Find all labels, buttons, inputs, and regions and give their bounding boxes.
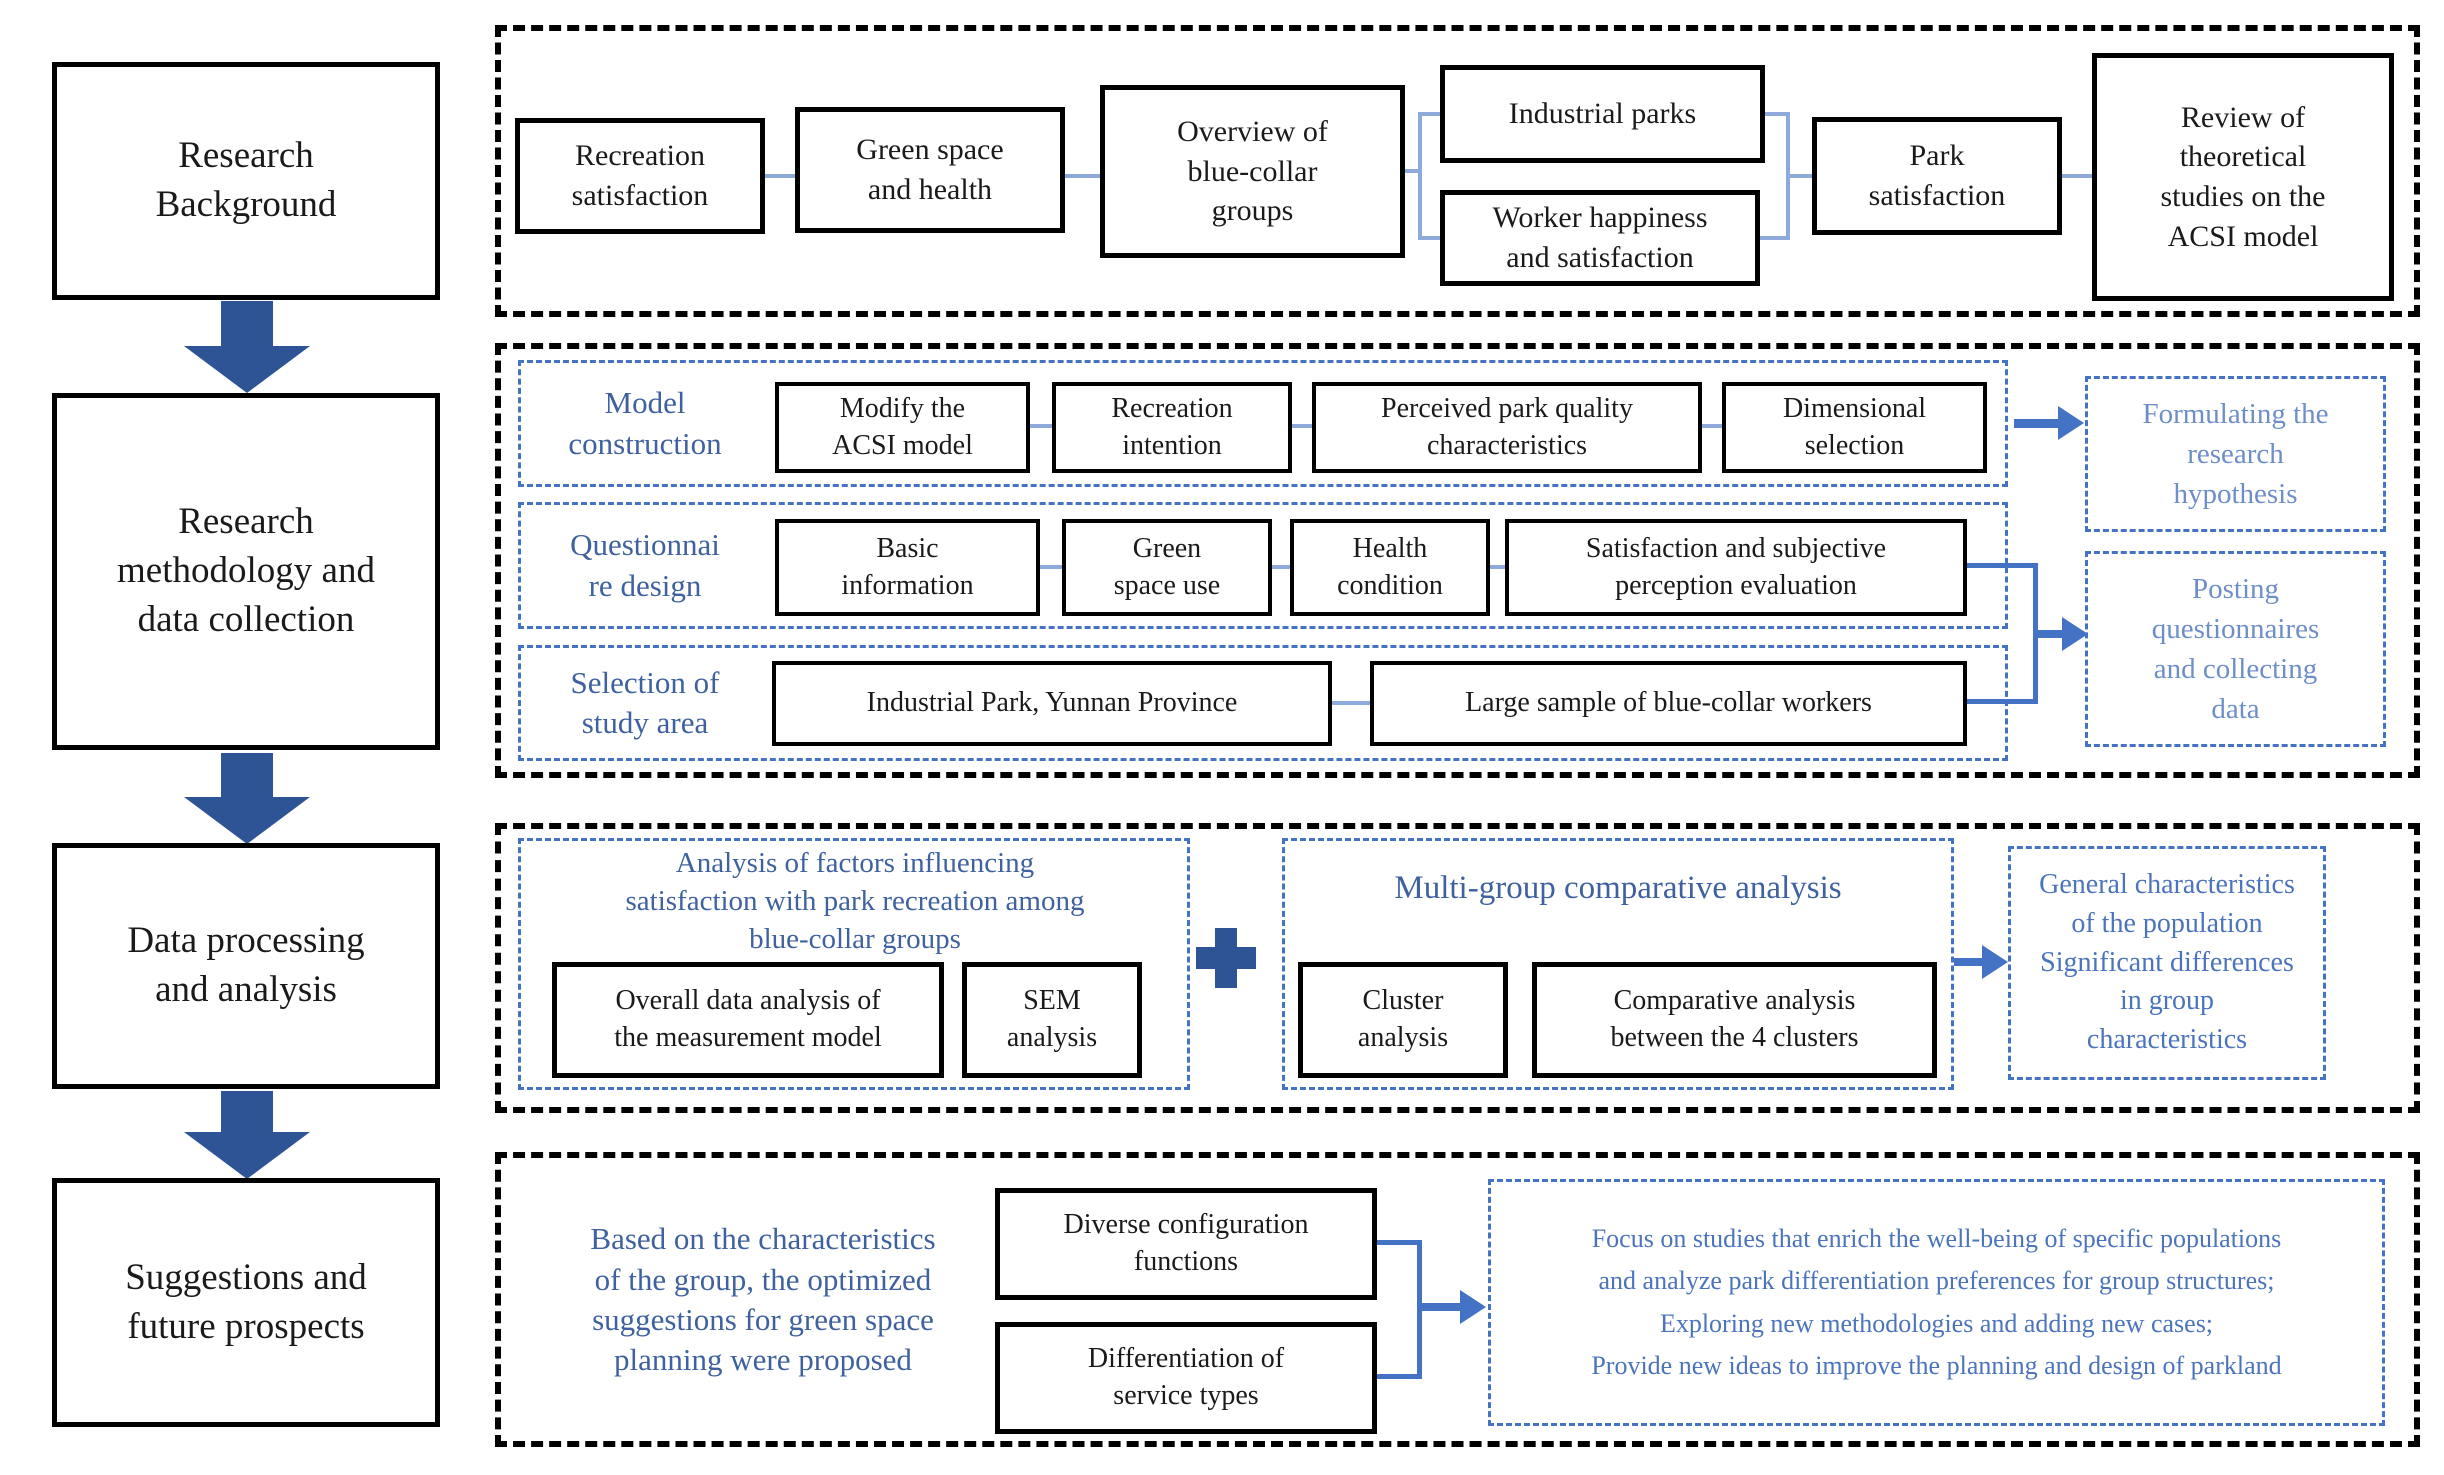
row-model-construction [518,360,2008,487]
box-overview-blue-collar: Overview of blue-collar groups [1100,85,1405,258]
box-green-space-use: Green space use [1062,519,1272,616]
box-dimensional-selection: Dimensional selection [1722,382,1987,473]
box-review-acsi-model: Review of theoretical studies on the ACS… [2092,53,2394,301]
stage-methodology-data-collection: Research methodology and data collection [52,393,440,750]
right-arrow-icon [1422,1303,1462,1311]
box-perceived-quality: Perceived park quality characteristics [1312,382,1702,473]
merge-bracket [1377,1374,1422,1379]
right-arrow-icon [1954,958,1984,966]
box-industrial-parks: Industrial parks [1440,65,1765,163]
connector-line [1065,174,1100,178]
box-diverse-configuration: Diverse configuration functions [995,1188,1377,1300]
box-yunnan-park: Industrial Park, Yunnan Province [772,661,1332,746]
box-recreation-satisfaction: Recreation satisfaction [515,118,765,234]
box-posting-questionnaires: Posting questionnaires and collecting da… [2085,551,2386,747]
merge-bracket [1760,236,1788,240]
branch-bracket [1418,112,1422,240]
box-satisfaction-evaluation: Satisfaction and subjective perception e… [1505,519,1967,616]
merge-bracket [1967,699,2038,704]
right-arrow-icon [2058,406,2084,440]
box-modify-acsi: Modify the ACSI model [775,382,1030,473]
down-arrow-icon [221,301,273,347]
label-study-area: Selection of study area [570,664,720,740]
box-green-space-health: Green space and health [795,107,1065,233]
connector-line [1292,424,1312,428]
merge-bracket [1786,112,1790,240]
down-arrow-icon [184,797,310,844]
box-group-characteristics: General characteristics of the populatio… [2008,846,2326,1080]
panel-data-processing [495,823,2420,1113]
box-recreation-intention: Recreation intention [1052,382,1292,473]
box-formulating-hypothesis: Formulating the research hypothesis [2085,376,2386,532]
label-multigroup-analysis: Multi-group comparative analysis [1394,869,1842,906]
branch-bracket [1422,112,1440,116]
connector-line [1490,565,1505,569]
group-multigroup-analysis [1282,838,1954,1090]
stage-data-processing-analysis: Data processing and analysis [52,843,440,1089]
box-park-satisfaction: Park satisfaction [1812,117,2062,235]
label-factor-analysis: Analysis of factors influencing satisfac… [625,847,1085,955]
stage-research-background: Research Background [52,62,440,300]
panel-research-background [495,25,2420,317]
label-optimized-suggestions: Based on the characteristics of the grou… [590,1221,936,1378]
box-future-outlook: Focus on studies that enrich the well-be… [1488,1179,2385,1426]
connector-line [1030,424,1052,428]
merge-bracket [1377,1240,1422,1245]
connector-line [1332,701,1370,705]
down-arrow-icon [221,1091,273,1133]
connector-line [1702,424,1722,428]
panel-suggestions [495,1152,2420,1447]
plus-icon [1215,928,1237,988]
box-large-sample: Large sample of blue-collar workers [1370,661,1967,746]
branch-bracket [1422,236,1440,240]
stage-suggestions-prospects: Suggestions and future prospects [52,1178,440,1427]
merge-bracket [2033,563,2038,704]
right-arrow-icon [1982,945,2008,979]
branch-bracket [1405,169,1420,173]
label-questionnaire-design: Questionnai re design [570,527,720,603]
connector-line [2062,174,2092,178]
right-arrow-icon [2062,617,2088,651]
right-arrow-icon [2014,419,2058,428]
merge-bracket [1967,563,2038,568]
right-arrow-icon [2038,630,2066,638]
label-model-construction: Model construction [568,385,722,461]
box-sem-analysis: SEM analysis [962,962,1142,1078]
merge-bracket [1417,1240,1422,1379]
box-health-condition: Health condition [1290,519,1490,616]
group-sem-analysis [518,838,1190,1090]
merge-bracket [1790,174,1812,178]
panel-methodology [495,343,2420,778]
down-arrow-icon [184,346,310,393]
right-arrow-icon [1460,1290,1486,1324]
merge-bracket [1765,112,1788,116]
connector-line [1040,565,1062,569]
box-basic-information: Basic information [775,519,1040,616]
down-arrow-icon [184,1132,310,1179]
connector-line [765,174,795,178]
box-overall-data-analysis: Overall data analysis of the measurement… [552,962,944,1078]
box-cluster-analysis: Cluster analysis [1298,962,1508,1078]
connector-line [1272,565,1290,569]
down-arrow-icon [221,753,273,798]
box-comparative-analysis: Comparative analysis between the 4 clust… [1532,962,1937,1078]
box-service-differentiation: Differentiation of service types [995,1322,1377,1434]
box-worker-happiness: Worker happiness and satisfaction [1440,190,1760,286]
